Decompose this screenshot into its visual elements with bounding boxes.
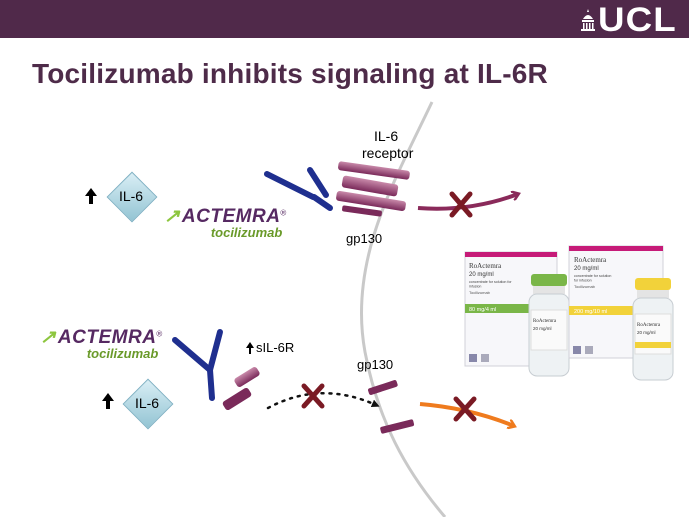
swoosh-icon: ↗ (164, 206, 180, 227)
actemra-logo-top: ↗ACTEMRA® tocilizumab (164, 205, 286, 240)
brand-name: ACTEMRA (181, 206, 281, 227)
generic-name: tocilizumab (210, 225, 283, 240)
up-arrow-icon (85, 188, 97, 204)
logo-text: UCL (598, 1, 677, 39)
portico-dome-icon (581, 9, 596, 31)
svg-text:20 mg/ml: 20 mg/ml (637, 330, 656, 335)
dotted-signal-path (266, 391, 380, 410)
ucl-logo: UCL (581, 3, 676, 37)
receptor-bar (341, 175, 399, 197)
vial-1: RoActemra 20 mg/ml (528, 274, 570, 377)
block-x-bottom (453, 396, 477, 422)
actemra-logo-bottom: ↗ACTEMRA® tocilizumab (40, 326, 162, 361)
gp130-label-top: gp130 (346, 231, 383, 246)
registered-mark: ® (156, 329, 163, 339)
up-arrow-icon (246, 342, 254, 354)
registered-mark: ® (280, 208, 287, 218)
antibody-top (264, 167, 333, 211)
box2-desc1: concentrate for solution (574, 274, 611, 278)
swoosh-icon: ↗ (40, 327, 56, 348)
gp130-bar (368, 380, 398, 395)
il6-label: IL-6 (118, 188, 144, 204)
sil6r-label: sIL-6R (256, 340, 295, 355)
block-x-top (449, 191, 473, 218)
receptor-bar (336, 191, 406, 211)
svg-text:20 mg/ml: 20 mg/ml (533, 326, 552, 331)
il6-label: IL-6 (134, 395, 160, 411)
il6-receptor-complex-top (336, 161, 410, 217)
slide-title: Tocilizumab inhibits signaling at IL-6R (32, 58, 548, 89)
il6-molecule-top: IL-6 (106, 171, 158, 223)
generic-name: tocilizumab (86, 346, 159, 361)
box1-desc1: concentrate for solution for (469, 280, 512, 284)
svg-text:RoActemra: RoActemra (637, 323, 661, 328)
box1-dose: 80 mg/4 ml (469, 307, 496, 313)
up-arrow-icon (102, 393, 114, 409)
il6-receptor-label-line1: IL-6 (374, 128, 399, 144)
box1-desc2: infusion (469, 285, 481, 289)
box2-desc2: for infusion (574, 279, 592, 283)
box1-strength: 20 mg/ml (469, 272, 494, 278)
signal-arrow-top (417, 194, 518, 211)
cell-membrane (360, 101, 447, 517)
gp130-label-bottom: gp130 (357, 357, 394, 372)
receptor-bar (338, 161, 410, 180)
brand-name: ACTEMRA (57, 327, 157, 348)
box1-generic: Tocilizumab (469, 290, 491, 295)
header-bar (0, 0, 689, 38)
gp130-bar (380, 419, 415, 434)
box2-dose: 200 mg/10 ml (574, 309, 607, 315)
product-photo: RoActemra 20 mg/ml concentrate for solut… (464, 245, 674, 381)
svg-text:RoActemra: RoActemra (533, 319, 557, 324)
il6-molecule-bottom: IL-6 (122, 378, 174, 430)
soluble-il6r (222, 367, 260, 411)
block-x-middle (301, 383, 325, 409)
vial-2: RoActemra 20 mg/ml (632, 278, 674, 381)
il6-receptor-label-line2: receptor (362, 145, 414, 161)
box1-name: RoActemra (469, 262, 502, 270)
box2-name: RoActemra (574, 256, 607, 264)
receptor-bar (342, 205, 382, 217)
antibody-bottom (172, 329, 223, 401)
box2-strength: 20 mg/ml (574, 266, 599, 272)
box2-generic: Tocilizumab (574, 284, 596, 289)
